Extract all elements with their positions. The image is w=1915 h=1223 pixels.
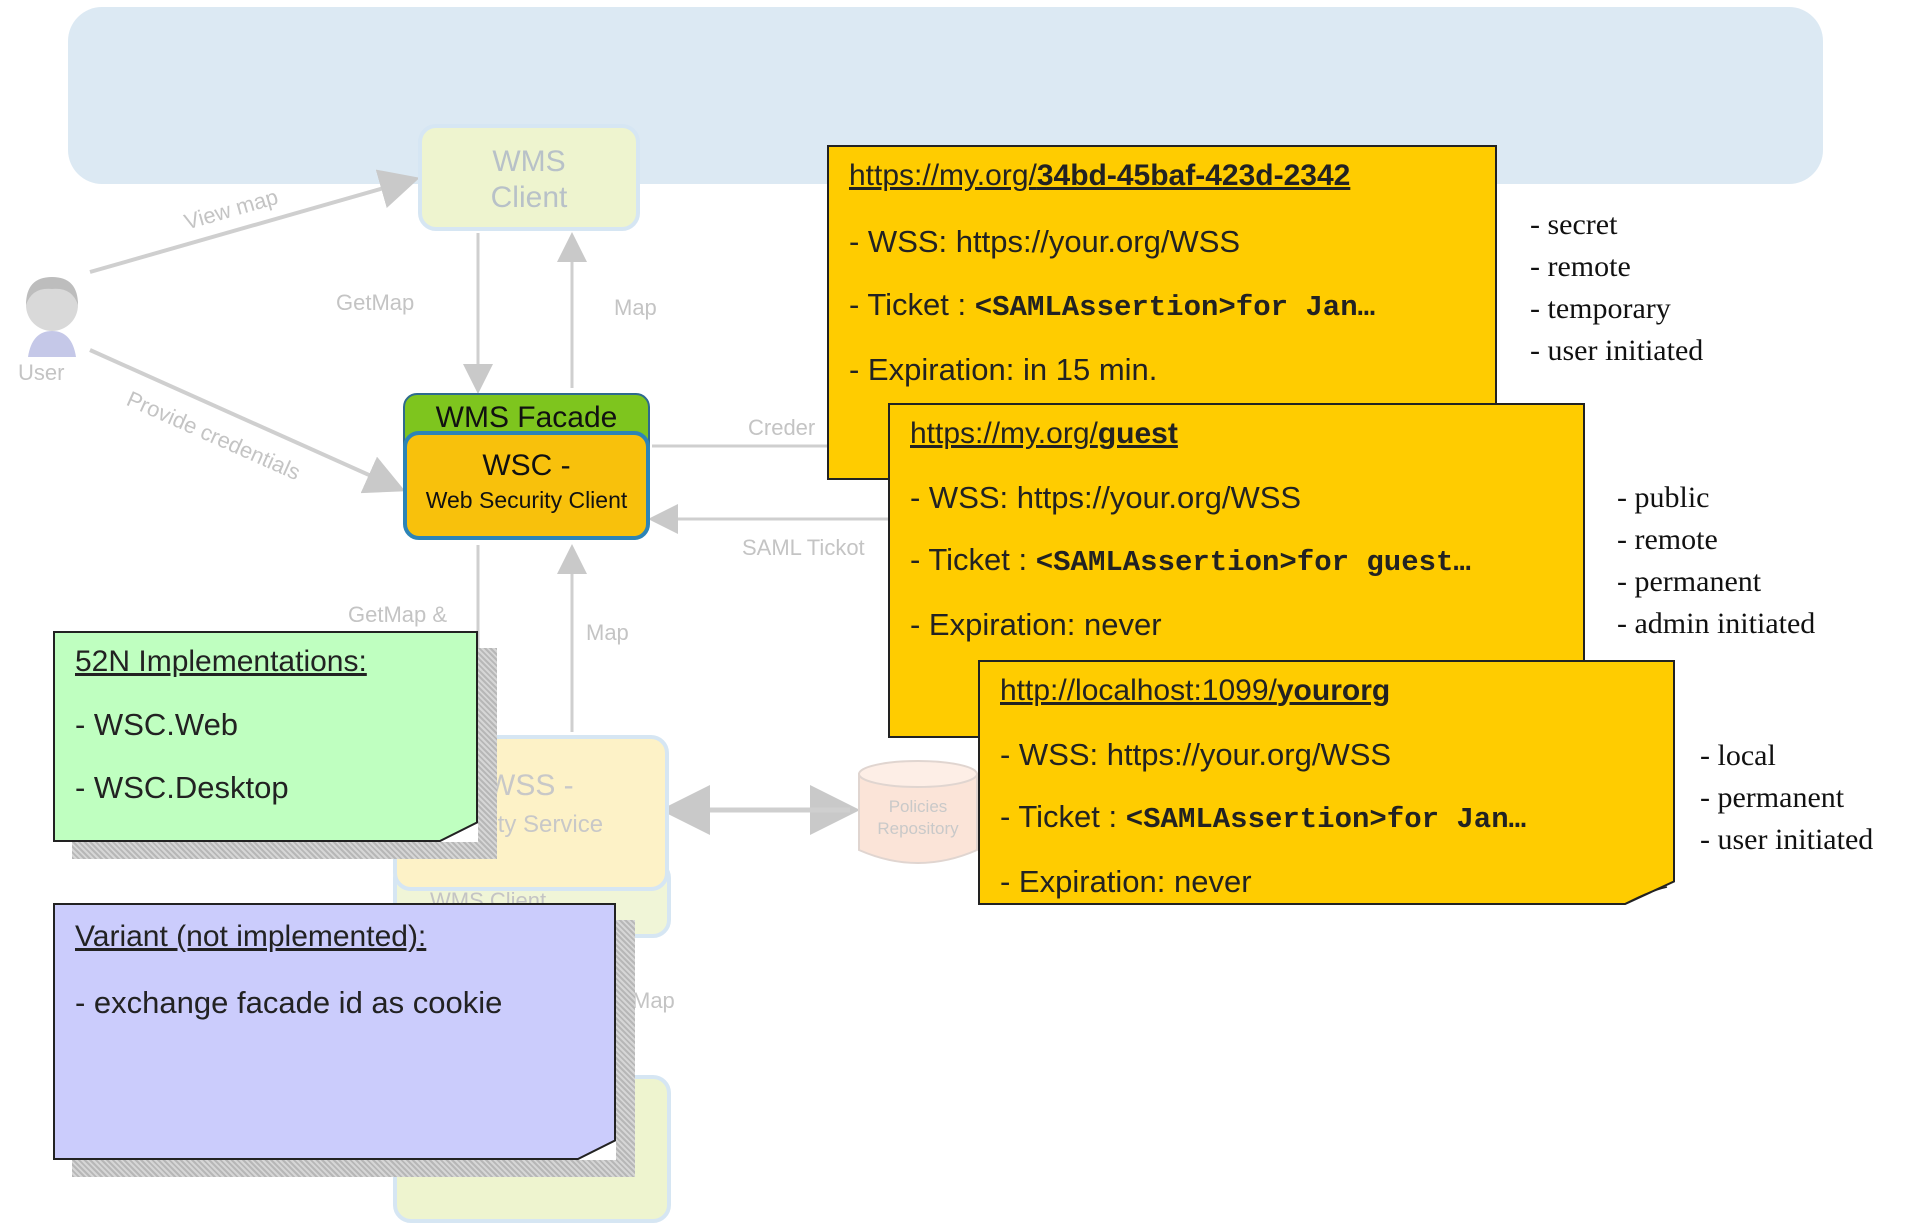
note-ticket: - Ticket : <SAMLAssertion>for guest… xyxy=(910,542,1471,579)
variant-note: Variant (not implemented): - exchange fa… xyxy=(53,903,616,1160)
policies-line1: Policies xyxy=(888,797,948,816)
map-label-bottom: Map xyxy=(632,988,675,1013)
implementations-note: 52N Implementations: - WSC.Web - WSC.Des… xyxy=(53,631,478,842)
note-ticket: - Ticket : <SAMLAssertion>for Jan… xyxy=(1000,799,1527,836)
wms-client-node: WMS Client xyxy=(418,124,640,231)
saml-ticket-label: SAML Tickot xyxy=(742,535,865,560)
credentials-label: Creder xyxy=(748,415,816,440)
note-props-local: - local - permanent - user initiated xyxy=(1700,739,1874,856)
wms-client-line2: Client xyxy=(490,181,568,214)
wsc-line2: Web Security Client xyxy=(425,487,628,513)
getmap-and-label: GetMap & xyxy=(348,602,448,627)
page-curl-icon xyxy=(576,1140,616,1160)
wsc-node: WSC - Web Security Client xyxy=(403,431,650,540)
provide-credentials-arrow xyxy=(89,348,406,494)
note-wss: - WSS: https://your.org/WSS xyxy=(910,480,1302,515)
wss-line1: WSS - xyxy=(487,769,574,802)
user-icon xyxy=(26,277,78,357)
note-url: https://my.org/guest xyxy=(910,417,1178,450)
note-props-guest: - public - remote - permanent - admin in… xyxy=(1617,481,1816,640)
variant-item: - exchange facade id as cookie xyxy=(75,985,503,1020)
note-props-secret: - secret - remote - temporary - user ini… xyxy=(1530,208,1704,367)
note-expiration: - Expiration: never xyxy=(910,607,1162,642)
note-wss: - WSS: https://your.org/WSS xyxy=(1000,737,1392,772)
implementations-title: 52N Implementations: xyxy=(75,645,367,678)
implementation-item: - WSC.Desktop xyxy=(75,770,289,805)
wms-facade-node: WMS Facade WSC - Web Security Client xyxy=(403,393,650,540)
policies-line2: Repository xyxy=(877,819,959,838)
note-ticket: - Ticket : <SAMLAssertion>for Jan… xyxy=(849,287,1376,324)
wsc-line1: WSC - xyxy=(482,449,571,482)
implementation-item: - WSC.Web xyxy=(75,707,239,742)
facade-note-local: http://localhost:1099/yourorg - WSS: htt… xyxy=(978,660,1675,905)
policies-repository: Policies Repository xyxy=(853,758,983,868)
getmap-label: GetMap xyxy=(336,290,415,315)
note-expiration: - Expiration: in 15 min. xyxy=(849,352,1158,387)
note-url: http://localhost:1099/yourorg xyxy=(1000,674,1391,707)
map-label-mid: Map xyxy=(586,620,629,645)
view-map-arrow xyxy=(89,169,420,274)
page-curl-icon xyxy=(1623,881,1675,905)
note-expiration: - Expiration: never xyxy=(1000,864,1252,899)
page-curl-icon xyxy=(438,822,478,842)
wms-client-line1: WMS xyxy=(492,145,566,178)
map-label-top: Map xyxy=(614,295,657,320)
database-icon xyxy=(858,760,978,864)
note-wss: - WSS: https://your.org/WSS xyxy=(849,224,1241,259)
variant-title: Variant (not implemented): xyxy=(75,920,427,953)
note-url: https://my.org/34bd-45baf-423d-2342 xyxy=(849,159,1351,192)
user-label: User xyxy=(18,360,65,385)
